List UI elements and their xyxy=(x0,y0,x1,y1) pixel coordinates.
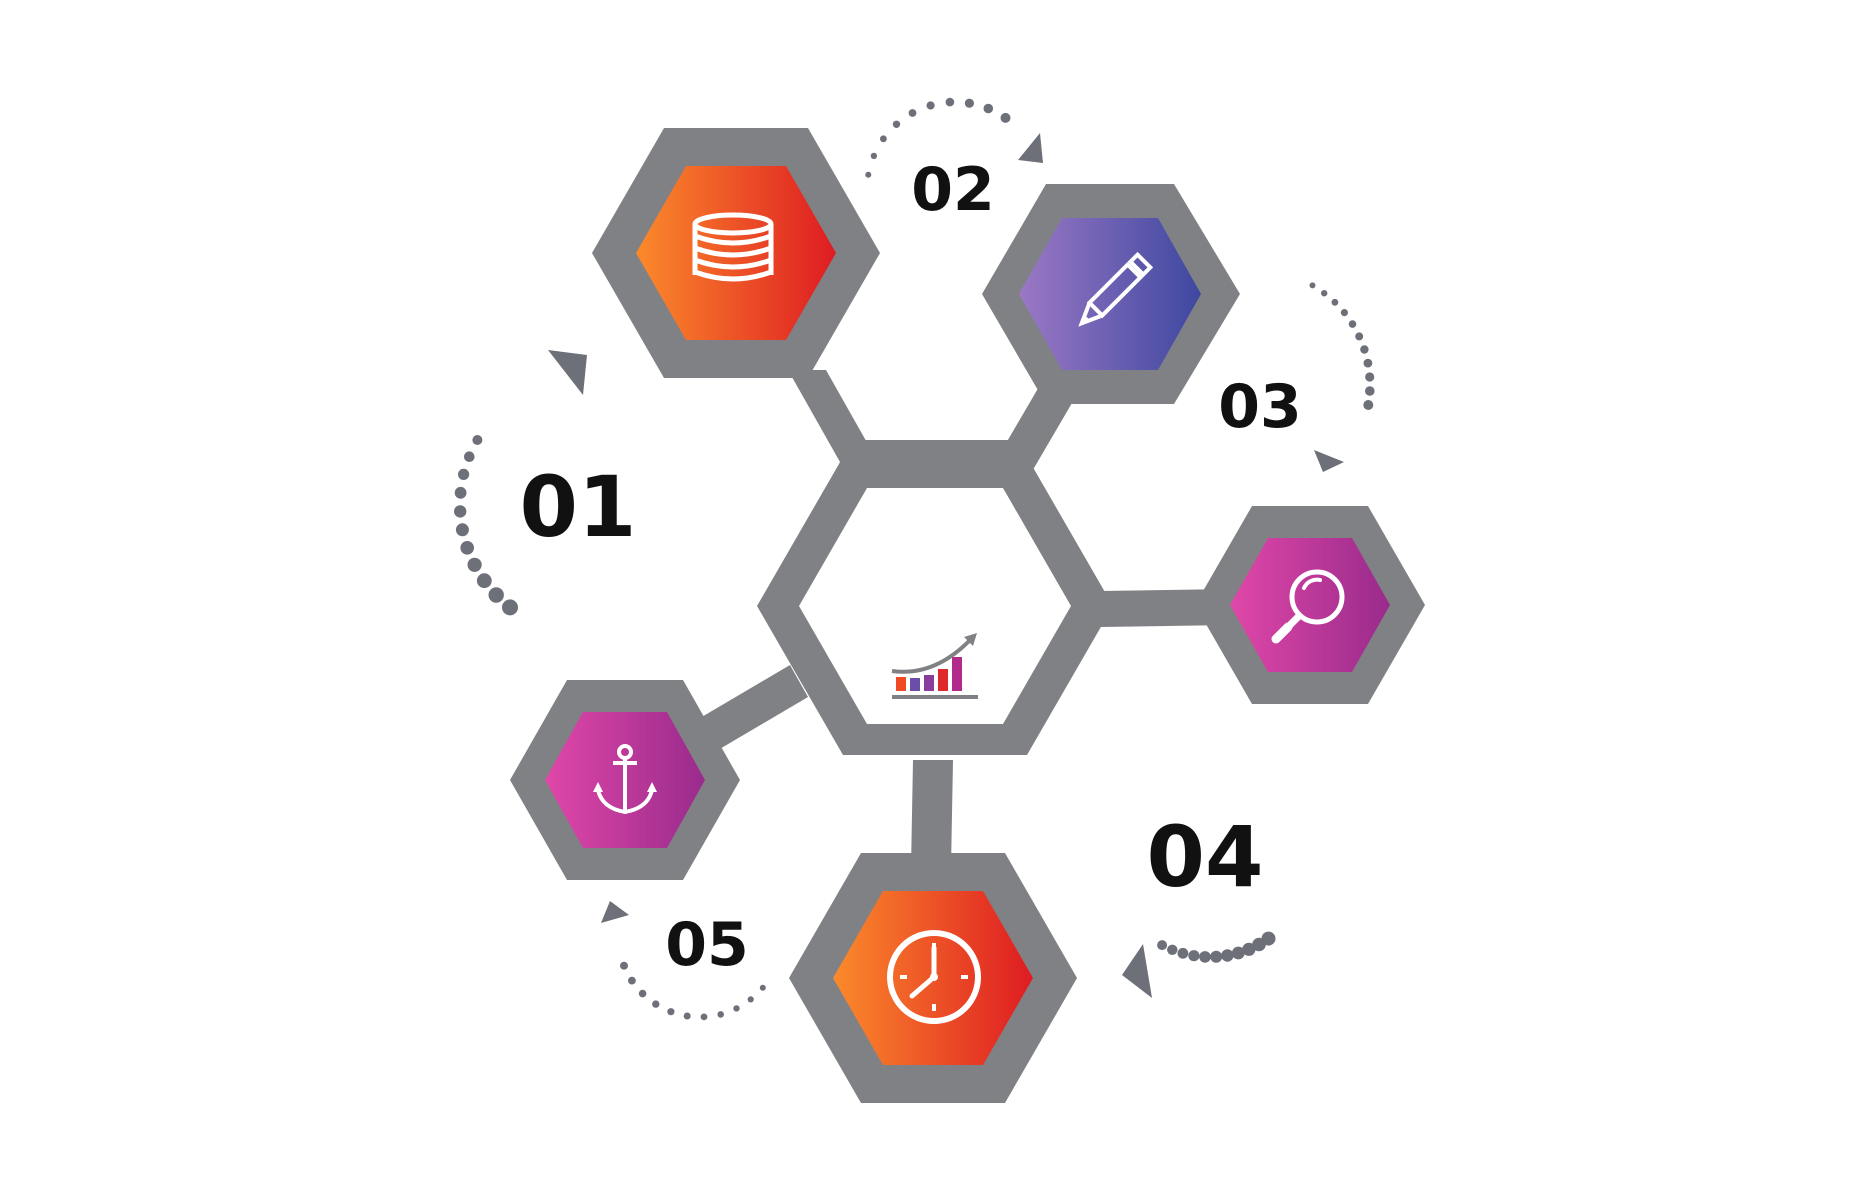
arc-dot xyxy=(1355,332,1364,341)
arc-dot xyxy=(502,599,518,616)
database-icon xyxy=(692,212,774,282)
step-05-label: 05 xyxy=(665,910,749,980)
step-01-hexagon xyxy=(592,128,880,378)
arc-dot xyxy=(733,1005,740,1012)
step-04-hexagon xyxy=(789,853,1077,1103)
step-03-label: 03 xyxy=(1218,372,1302,442)
arc-dot xyxy=(454,486,467,499)
step-03-hexagon xyxy=(1195,506,1425,704)
arc-dot xyxy=(1340,309,1348,317)
step-01-label: 01 xyxy=(520,458,637,556)
dotted-arc-04 xyxy=(1157,931,1276,963)
arc-dot xyxy=(700,1013,708,1021)
arc-dot xyxy=(460,541,475,555)
arc-dot xyxy=(747,996,754,1003)
dotted-arc-05 xyxy=(620,961,766,1021)
arc-dot xyxy=(908,109,917,117)
arc-dot xyxy=(638,989,647,998)
arc-dot xyxy=(1167,944,1178,955)
dotted-arc-03 xyxy=(1309,282,1375,410)
arc-dot xyxy=(683,1012,691,1020)
arrowhead-05 xyxy=(601,901,629,923)
step-02-label: 02 xyxy=(911,155,995,225)
arc-dot xyxy=(1252,937,1266,952)
arc-dot xyxy=(1000,112,1011,123)
dotted-arc-02 xyxy=(865,97,1011,178)
arc-dot xyxy=(892,120,901,128)
arc-dot xyxy=(454,505,467,518)
center-hexagon-inner xyxy=(799,488,1071,724)
arc-dot xyxy=(1199,951,1211,963)
arc-dot xyxy=(880,135,887,143)
arc-dot xyxy=(1365,386,1375,396)
step-02-fill xyxy=(1019,218,1201,370)
arc-dot xyxy=(759,984,766,991)
arc-dot xyxy=(1210,950,1223,963)
growth-chart-icon xyxy=(891,633,978,699)
arc-dot xyxy=(455,523,469,537)
center-hexagon xyxy=(757,457,1113,755)
arc-dot xyxy=(1363,400,1374,410)
anchor-icon xyxy=(593,744,657,815)
arc-dot xyxy=(1157,940,1168,951)
arc-dot xyxy=(472,435,483,445)
arc-dot xyxy=(1188,950,1200,962)
step-02-hexagon xyxy=(982,184,1240,404)
arc-dot xyxy=(1348,320,1357,328)
arrowhead-04 xyxy=(1122,944,1152,998)
arc-dot xyxy=(1177,947,1189,959)
arc-dot xyxy=(865,171,872,178)
arc-dot xyxy=(983,103,994,114)
connector-bottom xyxy=(911,760,953,868)
arrowhead-02 xyxy=(1018,133,1043,163)
arc-dot xyxy=(1221,949,1234,962)
connector-left xyxy=(700,665,808,750)
dotted-arc-01 xyxy=(454,435,518,616)
arc-dot xyxy=(1321,290,1328,297)
dotted-arcs xyxy=(454,97,1375,1021)
arc-dot xyxy=(458,468,470,480)
arrowhead-03 xyxy=(1314,450,1344,472)
search-icon xyxy=(1271,569,1345,644)
step-03-fill xyxy=(1230,538,1390,672)
arrowhead-01 xyxy=(548,350,587,395)
arc-dot xyxy=(870,152,878,160)
arc-dot xyxy=(1363,358,1373,368)
clock-icon xyxy=(887,930,981,1024)
connector-right xyxy=(1100,589,1230,627)
arc-dot xyxy=(1242,942,1256,956)
arc-dot xyxy=(667,1008,675,1016)
arc-dot xyxy=(964,98,975,108)
arc-dot xyxy=(652,1000,660,1008)
connector-top-left xyxy=(788,370,878,462)
arc-dot xyxy=(926,101,935,110)
arc-dot xyxy=(467,557,482,572)
pencil-icon xyxy=(1078,251,1154,327)
arc-dot xyxy=(1360,345,1369,354)
arc-dot xyxy=(464,451,475,463)
arc-dot xyxy=(717,1011,724,1018)
arc-dot xyxy=(945,97,955,107)
step-05-hexagon xyxy=(510,680,740,880)
arc-dot xyxy=(1365,372,1375,382)
arc-dot xyxy=(1309,282,1316,289)
arc-dot xyxy=(628,976,636,985)
arrowheads xyxy=(548,133,1344,998)
arc-dot xyxy=(488,587,504,603)
arc-dot xyxy=(620,961,628,970)
arc-dot xyxy=(1331,298,1339,306)
step-04-label: 04 xyxy=(1147,808,1264,906)
arc-dot xyxy=(476,573,492,589)
arc-dot xyxy=(1231,946,1245,960)
